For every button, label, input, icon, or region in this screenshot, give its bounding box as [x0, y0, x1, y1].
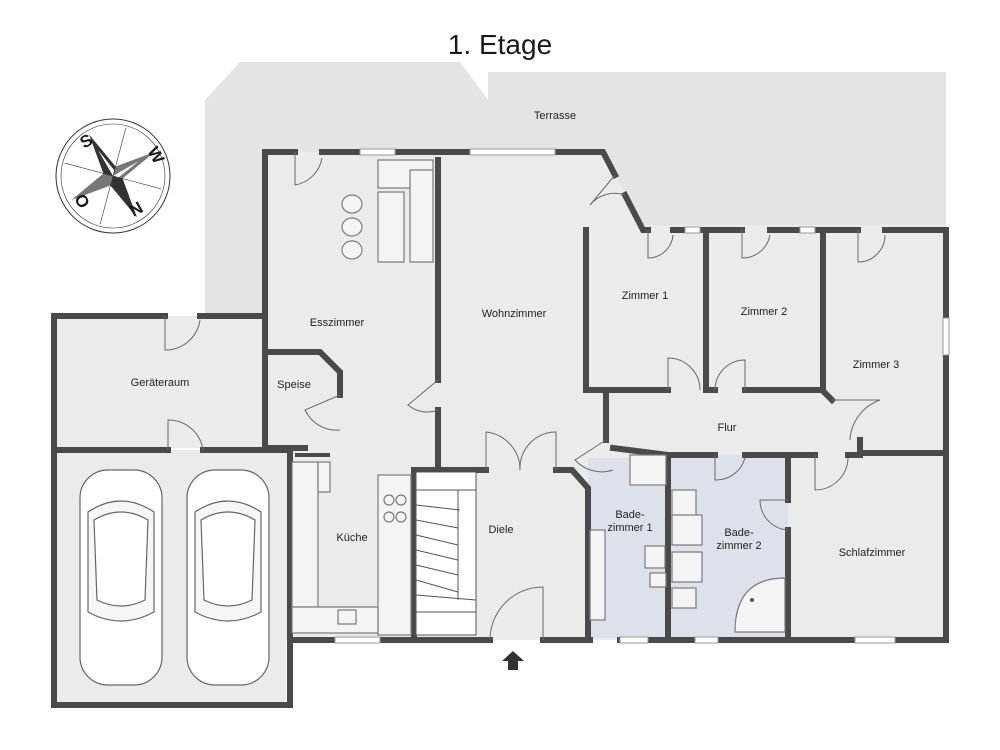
car-left: [79, 469, 163, 686]
room-label-zimmer3: Zimmer 3: [853, 359, 899, 371]
bath1-floor: [588, 458, 668, 638]
staircase: [415, 471, 477, 636]
room-label-terrasse: Terrasse: [534, 110, 576, 122]
room-label-geraeteraum: Geräteraum: [131, 377, 190, 389]
bath-fixtures: [589, 454, 786, 633]
room-label-esszimmer: Esszimmer: [310, 317, 365, 329]
room-label-badezimmer2-line1: Bade-: [724, 527, 754, 539]
room-label-badezimmer2-line2: zimmer 2: [716, 540, 761, 552]
room-label-flur: Flur: [718, 422, 737, 434]
walls: [51, 149, 949, 708]
garage-cars: [79, 469, 270, 686]
windows: [334, 148, 950, 644]
entrance-arrow-icon: [502, 651, 524, 670]
room-label-speise: Speise: [277, 379, 311, 391]
room-label-zimmer1: Zimmer 1: [622, 290, 668, 302]
plan-title: 1. Etage: [448, 29, 552, 60]
door-swings: [164, 152, 886, 641]
car-right: [186, 469, 270, 686]
room-label-kueche: Küche: [336, 532, 367, 544]
kitchen: [291, 461, 412, 636]
room-label-badezimmer1-line2: zimmer 1: [607, 522, 652, 534]
room-label-schlafzimmer: Schlafzimmer: [839, 547, 906, 559]
compass-rose-icon: S W N O: [55, 118, 171, 234]
room-label-diele: Diele: [488, 524, 513, 536]
dining-set: [341, 159, 434, 263]
terrace-area: [205, 62, 946, 315]
room-label-badezimmer1-line1: Bade-: [615, 509, 645, 521]
room-label-zimmer2: Zimmer 2: [741, 306, 787, 318]
room-label-wohnzimmer: Wohnzimmer: [482, 308, 547, 320]
